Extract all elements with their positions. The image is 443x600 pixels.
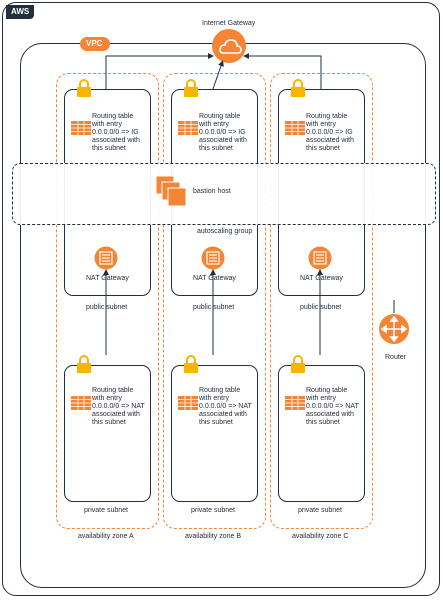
routing-table-text: Routing table [306,113,348,120]
routing-table-text: 0.0.0.0/0 => NAT [199,403,252,410]
routing-table-text: with entry [306,121,336,128]
private-subnet[interactable] [278,365,365,502]
routing-table-icon [71,396,91,410]
routing-table-text: associated with [92,411,140,418]
routing-table-text: 0.0.0.0/0 => IG [306,129,353,136]
private-subnet-label: private subnet [84,507,128,514]
routing-table-icon [71,121,91,135]
routing-table-text: with entry [92,395,122,402]
nat-gateway-icon[interactable] [308,246,332,270]
routing-table-text: this subnet [199,145,233,152]
routing-table-text: associated with [199,137,247,144]
routing-table-text: Routing table [92,387,134,394]
availability-zone-label: availability zone A [78,533,134,540]
nat-gateway-icon[interactable] [94,246,118,270]
routing-table-text: this subnet [92,419,126,426]
routing-table-text: 0.0.0.0/0 => NAT [306,403,359,410]
connector-line [105,53,214,89]
routing-table-text: with entry [306,395,336,402]
routing-table-icon [285,396,305,410]
vpc-badge: VPC [80,37,110,51]
routing-table-text: 0.0.0.0/0 => IG [199,129,246,136]
routing-table-text: this subnet [306,419,340,426]
nat-gateway-label: NAT Gateway [300,275,343,282]
routing-table-text: 0.0.0.0/0 => NAT [92,403,145,410]
router-label: Router [385,354,407,361]
routing-table-icon [178,121,198,135]
availability-zone-a [56,73,159,529]
availability-zone-label: availability zone C [292,533,349,540]
connector-line [243,53,322,89]
bastion-host-label: bastion host [193,188,231,195]
public-subnet-label: public subnet [86,304,128,311]
routing-table-text: associated with [306,137,354,144]
connector-line [212,60,224,90]
routing-table-icon [285,121,305,135]
routing-table-text: Routing table [199,113,241,120]
routing-table-text: associated with [306,411,354,418]
nat-gateway-icon[interactable] [201,246,225,270]
lock-icon [290,79,306,102]
routing-table-text: with entry [199,395,229,402]
routing-table-text: this subnet [306,145,340,152]
aws-badge: AWS [6,5,34,19]
aws-cloud-boundary [2,2,440,596]
routing-table-text: associated with [92,137,140,144]
lock-icon [76,355,92,378]
vpc-badge-label: VPC [86,39,103,48]
nat-gateway-label: NAT Gateway [86,275,129,282]
public-subnet-label: public subnet [193,304,235,311]
lock-icon [76,79,92,102]
internet-gateway-icon[interactable] [211,28,247,64]
autoscaling-group[interactable] [12,163,436,225]
availability-zone-label: availability zone B [185,533,242,540]
availability-zone-b [163,73,266,529]
routing-table-text: this subnet [92,145,126,152]
lock-icon [183,355,199,378]
aws-badge-label: AWS [11,7,30,16]
routing-table-icon [178,396,198,410]
routing-table-text: associated with [199,411,247,418]
bastion-host-icon[interactable] [154,174,190,210]
lock-icon [290,355,306,378]
public-subnet-label: public subnet [300,304,342,311]
routing-table-text: this subnet [199,419,233,426]
router-icon[interactable] [378,313,410,345]
private-subnet-label: private subnet [298,507,342,514]
routing-table-text: with entry [199,121,229,128]
routing-table-text: Routing table [92,113,134,120]
autoscaling-group-label: autoscaling group [197,228,253,235]
private-subnet[interactable] [64,365,151,502]
nat-gateway-label: NAT Gateway [193,275,236,282]
routing-table-text: Routing table [199,387,241,394]
private-subnet-label: private subnet [191,507,235,514]
internet-gateway-label: Internet Gateway [202,20,256,27]
routing-table-text: with entry [92,121,122,128]
routing-table-text: Routing table [306,387,348,394]
routing-table-text: 0.0.0.0/0 => IG [92,129,139,136]
lock-icon [183,79,199,102]
private-subnet[interactable] [171,365,258,502]
